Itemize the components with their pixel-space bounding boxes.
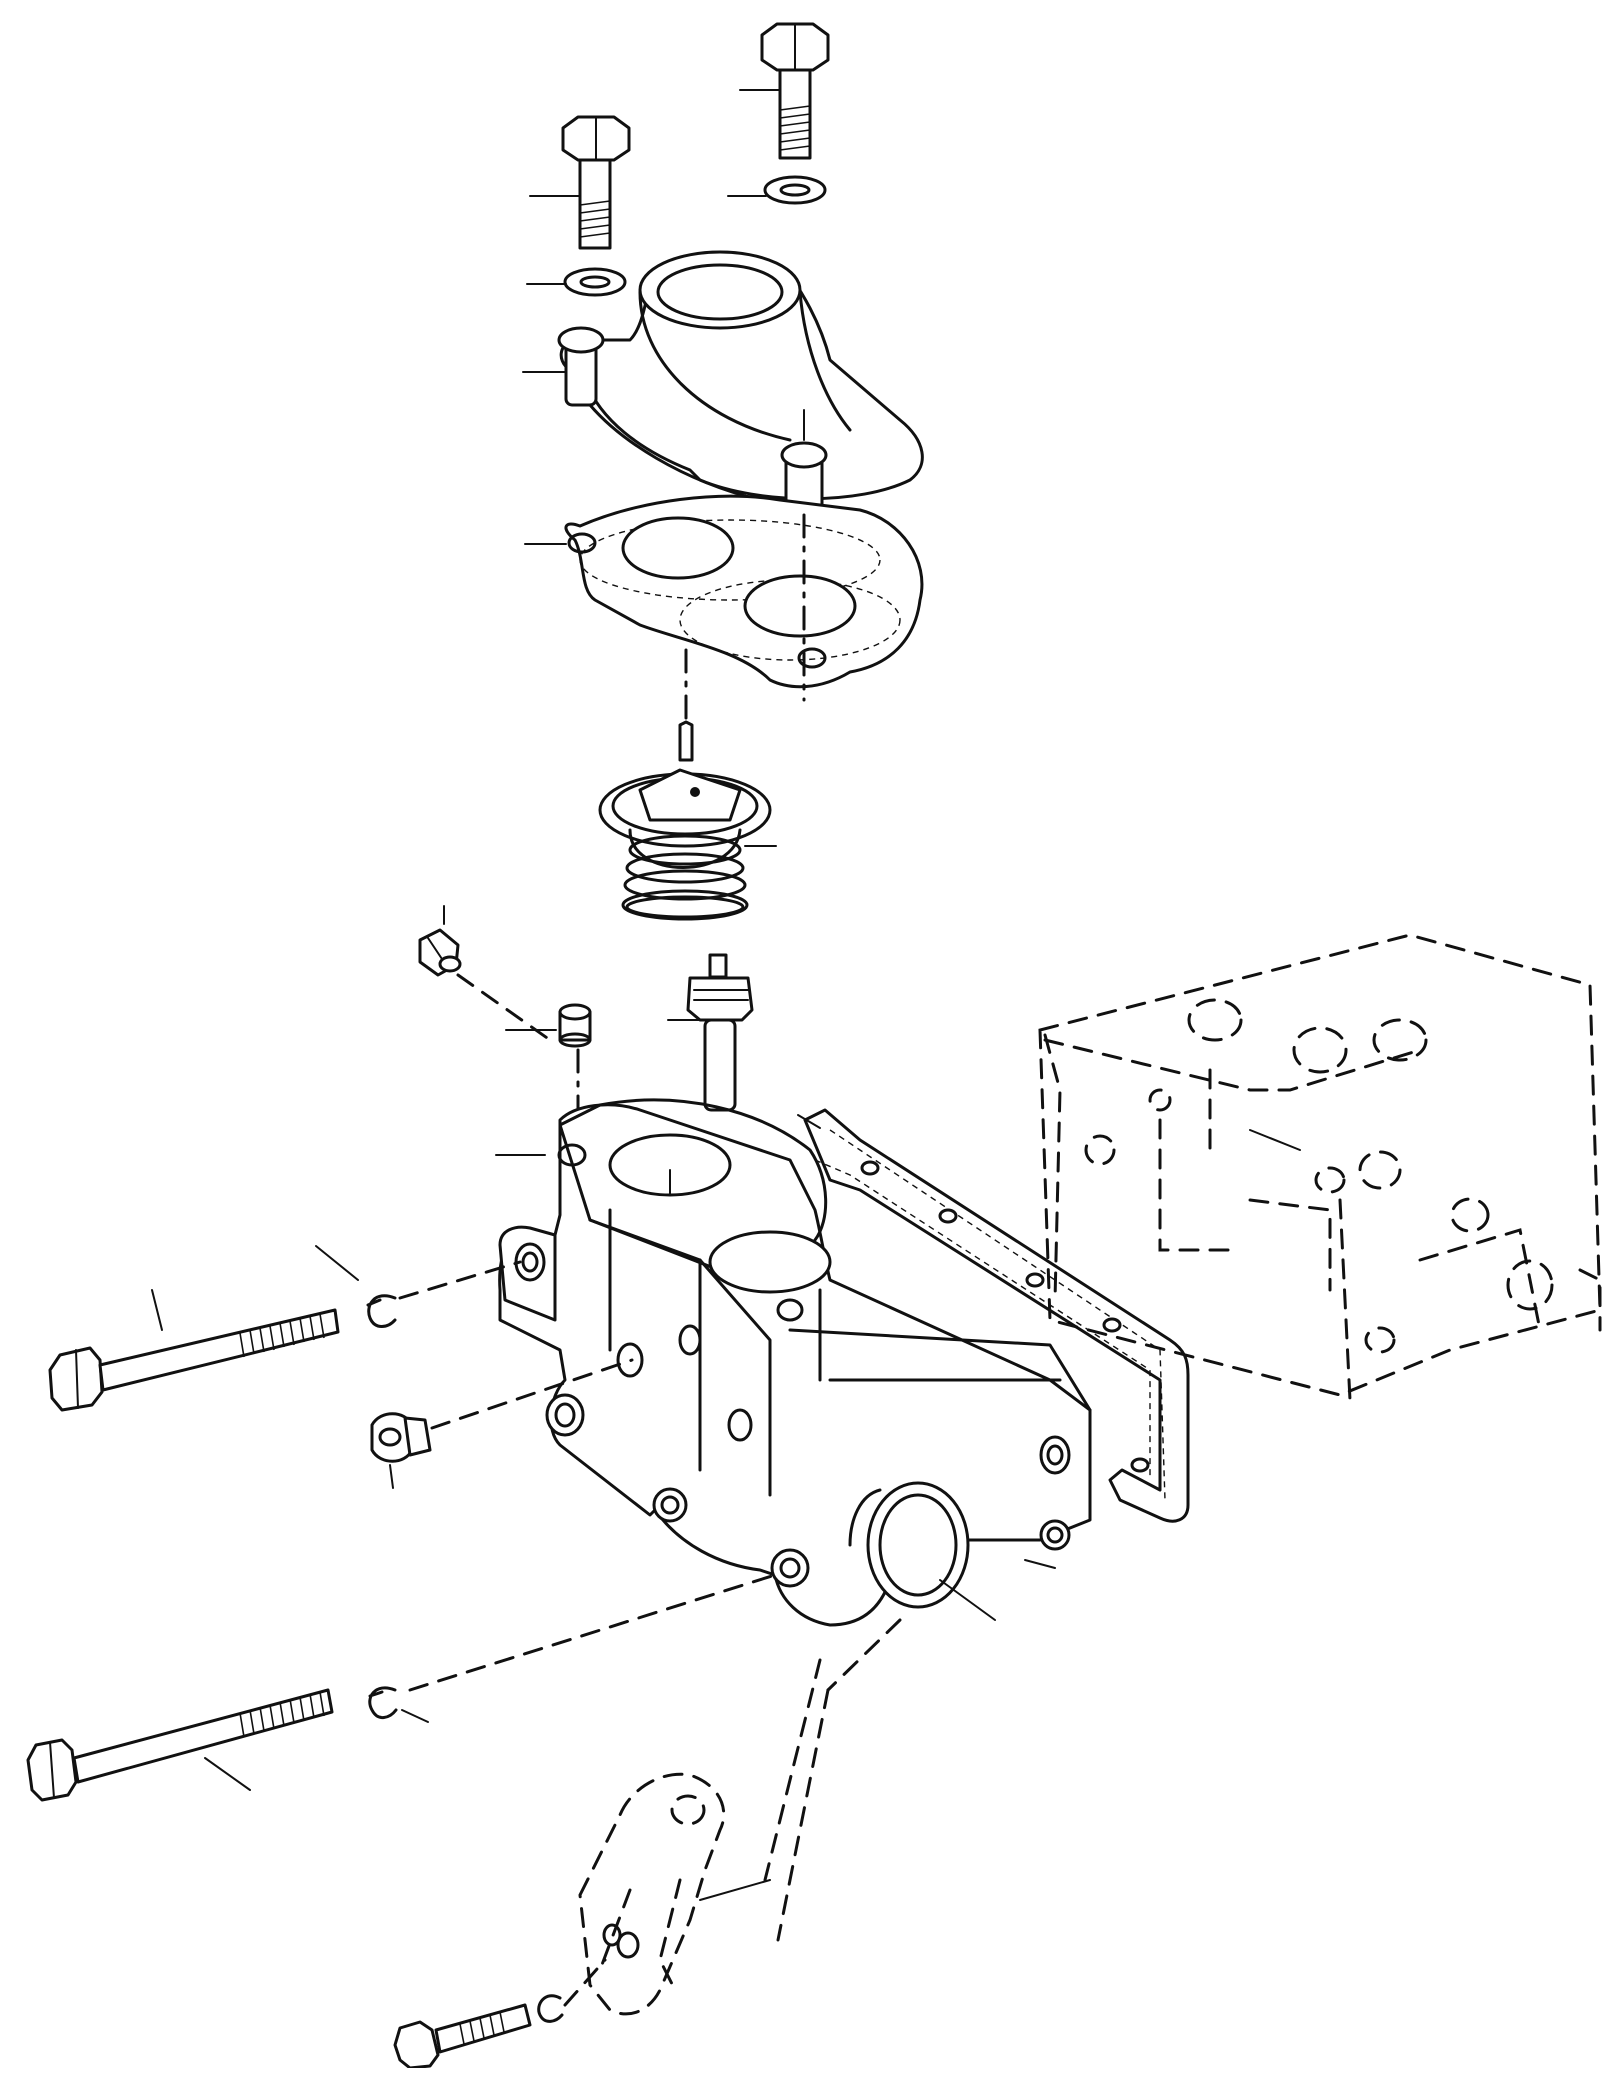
centerline xyxy=(763,1658,822,1882)
centerline xyxy=(408,1573,777,1692)
centerline xyxy=(398,1260,522,1300)
small-bottom-bolt xyxy=(393,2003,532,2070)
centerline xyxy=(563,1958,607,2007)
lower-circlip xyxy=(368,1686,398,1719)
centerline xyxy=(826,1618,902,1692)
housing-gasket xyxy=(803,1108,1190,1523)
leader-line xyxy=(315,1245,359,1281)
upper-long-bolt xyxy=(48,1308,340,1412)
thermostat xyxy=(598,720,772,921)
small-fitting xyxy=(558,1003,592,1048)
upper-circlip xyxy=(366,1294,397,1328)
leader-line xyxy=(1024,1559,1056,1569)
thermostat-housing xyxy=(498,1098,1092,1627)
top-left-lock-washer xyxy=(563,267,627,297)
leader-line xyxy=(1249,1129,1301,1151)
small-plug xyxy=(418,928,462,977)
bottom-circlip xyxy=(537,1994,564,2023)
leader-line xyxy=(699,1879,771,1901)
top-right-bolt xyxy=(760,22,830,160)
top-left-bolt xyxy=(561,115,631,250)
centerline xyxy=(776,1688,830,1942)
lower-long-bolt xyxy=(26,1688,334,1802)
leader-line xyxy=(939,1579,996,1621)
centerline xyxy=(430,1358,634,1430)
leader-line xyxy=(151,1289,163,1331)
top-right-lock-washer xyxy=(763,175,827,205)
thermostat-cover xyxy=(557,250,924,517)
leader-line xyxy=(401,1709,429,1723)
bracket xyxy=(578,1772,726,2016)
leader-line xyxy=(389,1464,394,1489)
leader-line xyxy=(797,1114,821,1129)
cylinder-head xyxy=(1038,933,1602,1402)
middle-plug xyxy=(370,1412,432,1463)
temperature-sender xyxy=(686,953,754,1112)
cover-gasket xyxy=(564,494,924,689)
leader-line xyxy=(204,1757,251,1791)
